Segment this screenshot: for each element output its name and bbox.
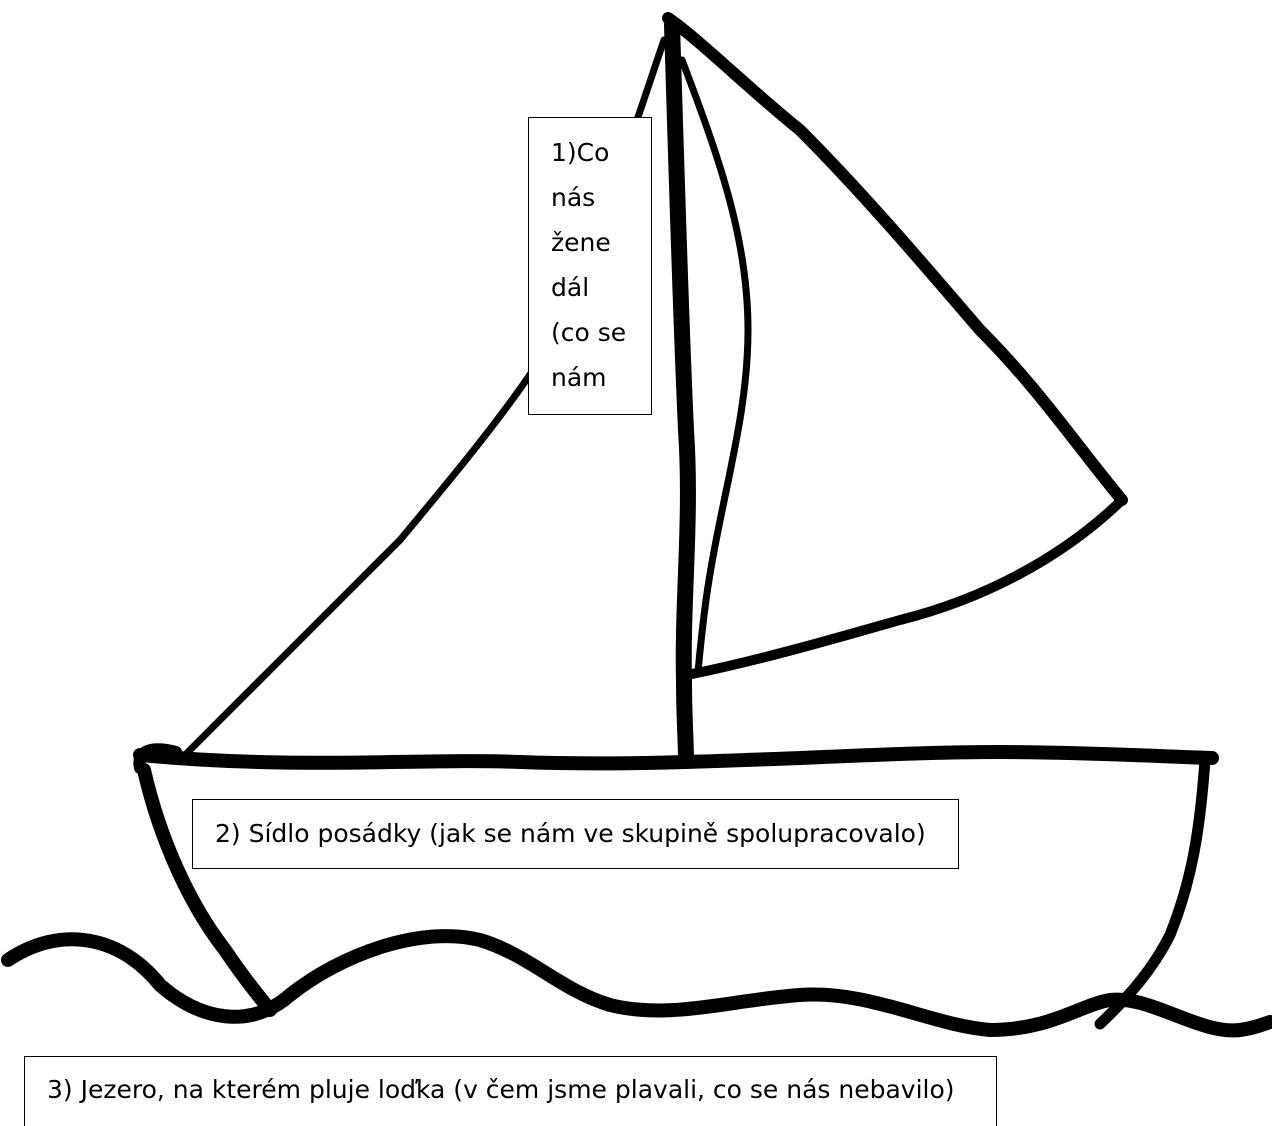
mast <box>672 25 688 760</box>
sail-question-line: (co se <box>551 310 651 355</box>
hull-question-text: 2) Sídlo posádky (jak se nám ve skupině … <box>215 819 926 848</box>
sail-question-line: dál <box>551 265 651 310</box>
hull-right-side <box>1100 760 1205 1024</box>
sail-question-line: nás <box>551 175 651 220</box>
jib-foot <box>692 500 1122 674</box>
water-waves <box>8 936 1270 1030</box>
sail-question-box: 1)Co nás žene dál (co se nám <box>528 117 652 415</box>
sail-question-line: nám <box>551 355 651 400</box>
hull-question-box: 2) Sídlo posádky (jak se nám ve skupině … <box>192 799 959 869</box>
sail-question-line: žene <box>551 220 651 265</box>
deck-line <box>140 752 1212 763</box>
lake-question-box: 3) Jezero, na kterém pluje loďka (v čem … <box>24 1056 997 1126</box>
sail-question-line: 1)Co <box>551 130 651 175</box>
lake-question-text: 3) Jezero, na kterém pluje loďka (v čem … <box>47 1075 955 1104</box>
